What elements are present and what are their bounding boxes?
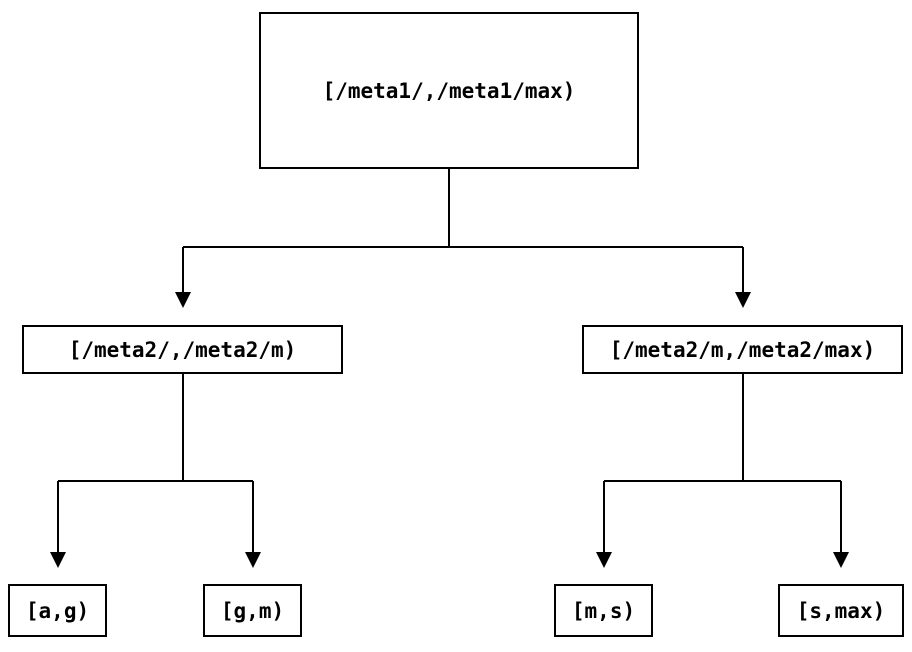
node-root-label: [/meta1/,/meta1/max)	[322, 78, 576, 103]
arrowhead-down-icon	[735, 292, 751, 308]
node-root: [/meta1/,/meta1/max)	[259, 12, 639, 169]
node-leaf-smax: [s,max)	[778, 584, 904, 637]
arrowheads-level2-right	[596, 552, 849, 568]
arrowhead-down-icon	[833, 552, 849, 568]
arrowheads-level2-left	[50, 552, 261, 568]
node-leaf-ms-label: [m,s)	[571, 598, 636, 623]
edge-right-children	[603, 374, 842, 552]
node-leaf-ms: [m,s)	[554, 584, 653, 637]
node-leaf-ag: [a,g)	[8, 584, 107, 637]
node-right-subtree: [/meta2/m,/meta2/max)	[582, 325, 903, 374]
node-leaf-ag-label: [a,g)	[25, 598, 90, 623]
arrowhead-down-icon	[175, 292, 191, 308]
edge-root-children	[182, 169, 744, 292]
arrowhead-down-icon	[596, 552, 612, 568]
node-left-label: [/meta2/,/meta2/m)	[68, 337, 297, 362]
node-leaf-gm-label: [g,m)	[220, 598, 285, 623]
node-right-label: [/meta2/m,/meta2/max)	[609, 337, 876, 362]
arrowhead-down-icon	[245, 552, 261, 568]
node-left-subtree: [/meta2/,/meta2/m)	[22, 325, 343, 374]
arrowheads-level1	[175, 292, 751, 308]
arrowhead-down-icon	[50, 552, 66, 568]
node-leaf-smax-label: [s,max)	[796, 598, 886, 623]
edge-left-children	[57, 374, 254, 552]
node-leaf-gm: [g,m)	[203, 584, 302, 637]
